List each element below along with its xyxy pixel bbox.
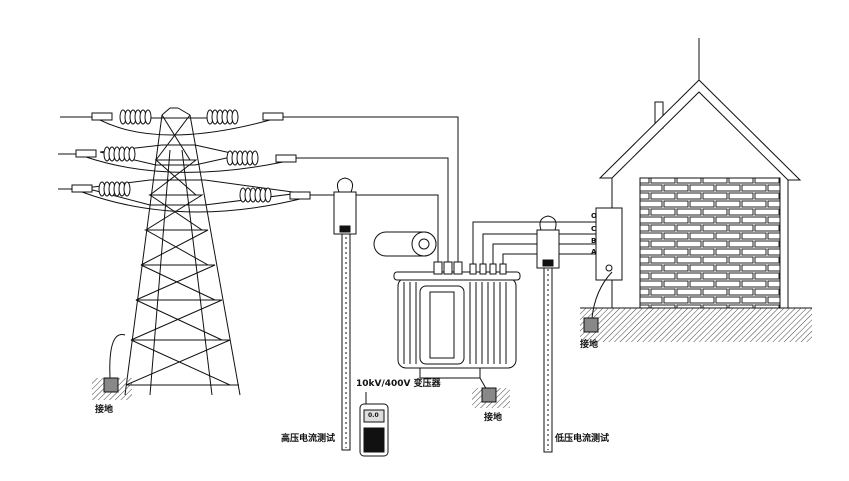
tower-ground	[92, 334, 132, 400]
transformer-bushings	[433, 261, 507, 275]
insulator-string-1	[91, 109, 284, 125]
meter-display: 0.0	[368, 412, 379, 419]
house-ground	[583, 271, 613, 333]
terminal-c: C	[591, 225, 597, 233]
lv-test-label: 低压电流测试	[555, 434, 610, 444]
low-voltage-wires	[472, 221, 596, 264]
transformer-ground-label: 接地	[484, 413, 503, 423]
hv-test-label: 高压电流测试	[281, 434, 336, 444]
insulator-string-2	[75, 146, 297, 166]
terminal-a: A	[591, 248, 597, 256]
terminal-b: B	[591, 237, 597, 245]
house	[580, 38, 812, 342]
terminal-o: O	[591, 212, 597, 220]
insulators	[71, 109, 311, 203]
lv-clamp-meter	[536, 215, 560, 453]
transformer-ground	[472, 377, 510, 408]
transformer	[373, 231, 521, 379]
transformer-label: 10kV/400V 变压器	[356, 379, 441, 389]
handheld-meter	[359, 392, 389, 457]
hv-clamp-meter	[333, 177, 357, 451]
insulator-string-3	[71, 181, 311, 203]
house-ground-label: 接地	[580, 340, 599, 350]
tower-ground-label: 接地	[95, 405, 114, 415]
